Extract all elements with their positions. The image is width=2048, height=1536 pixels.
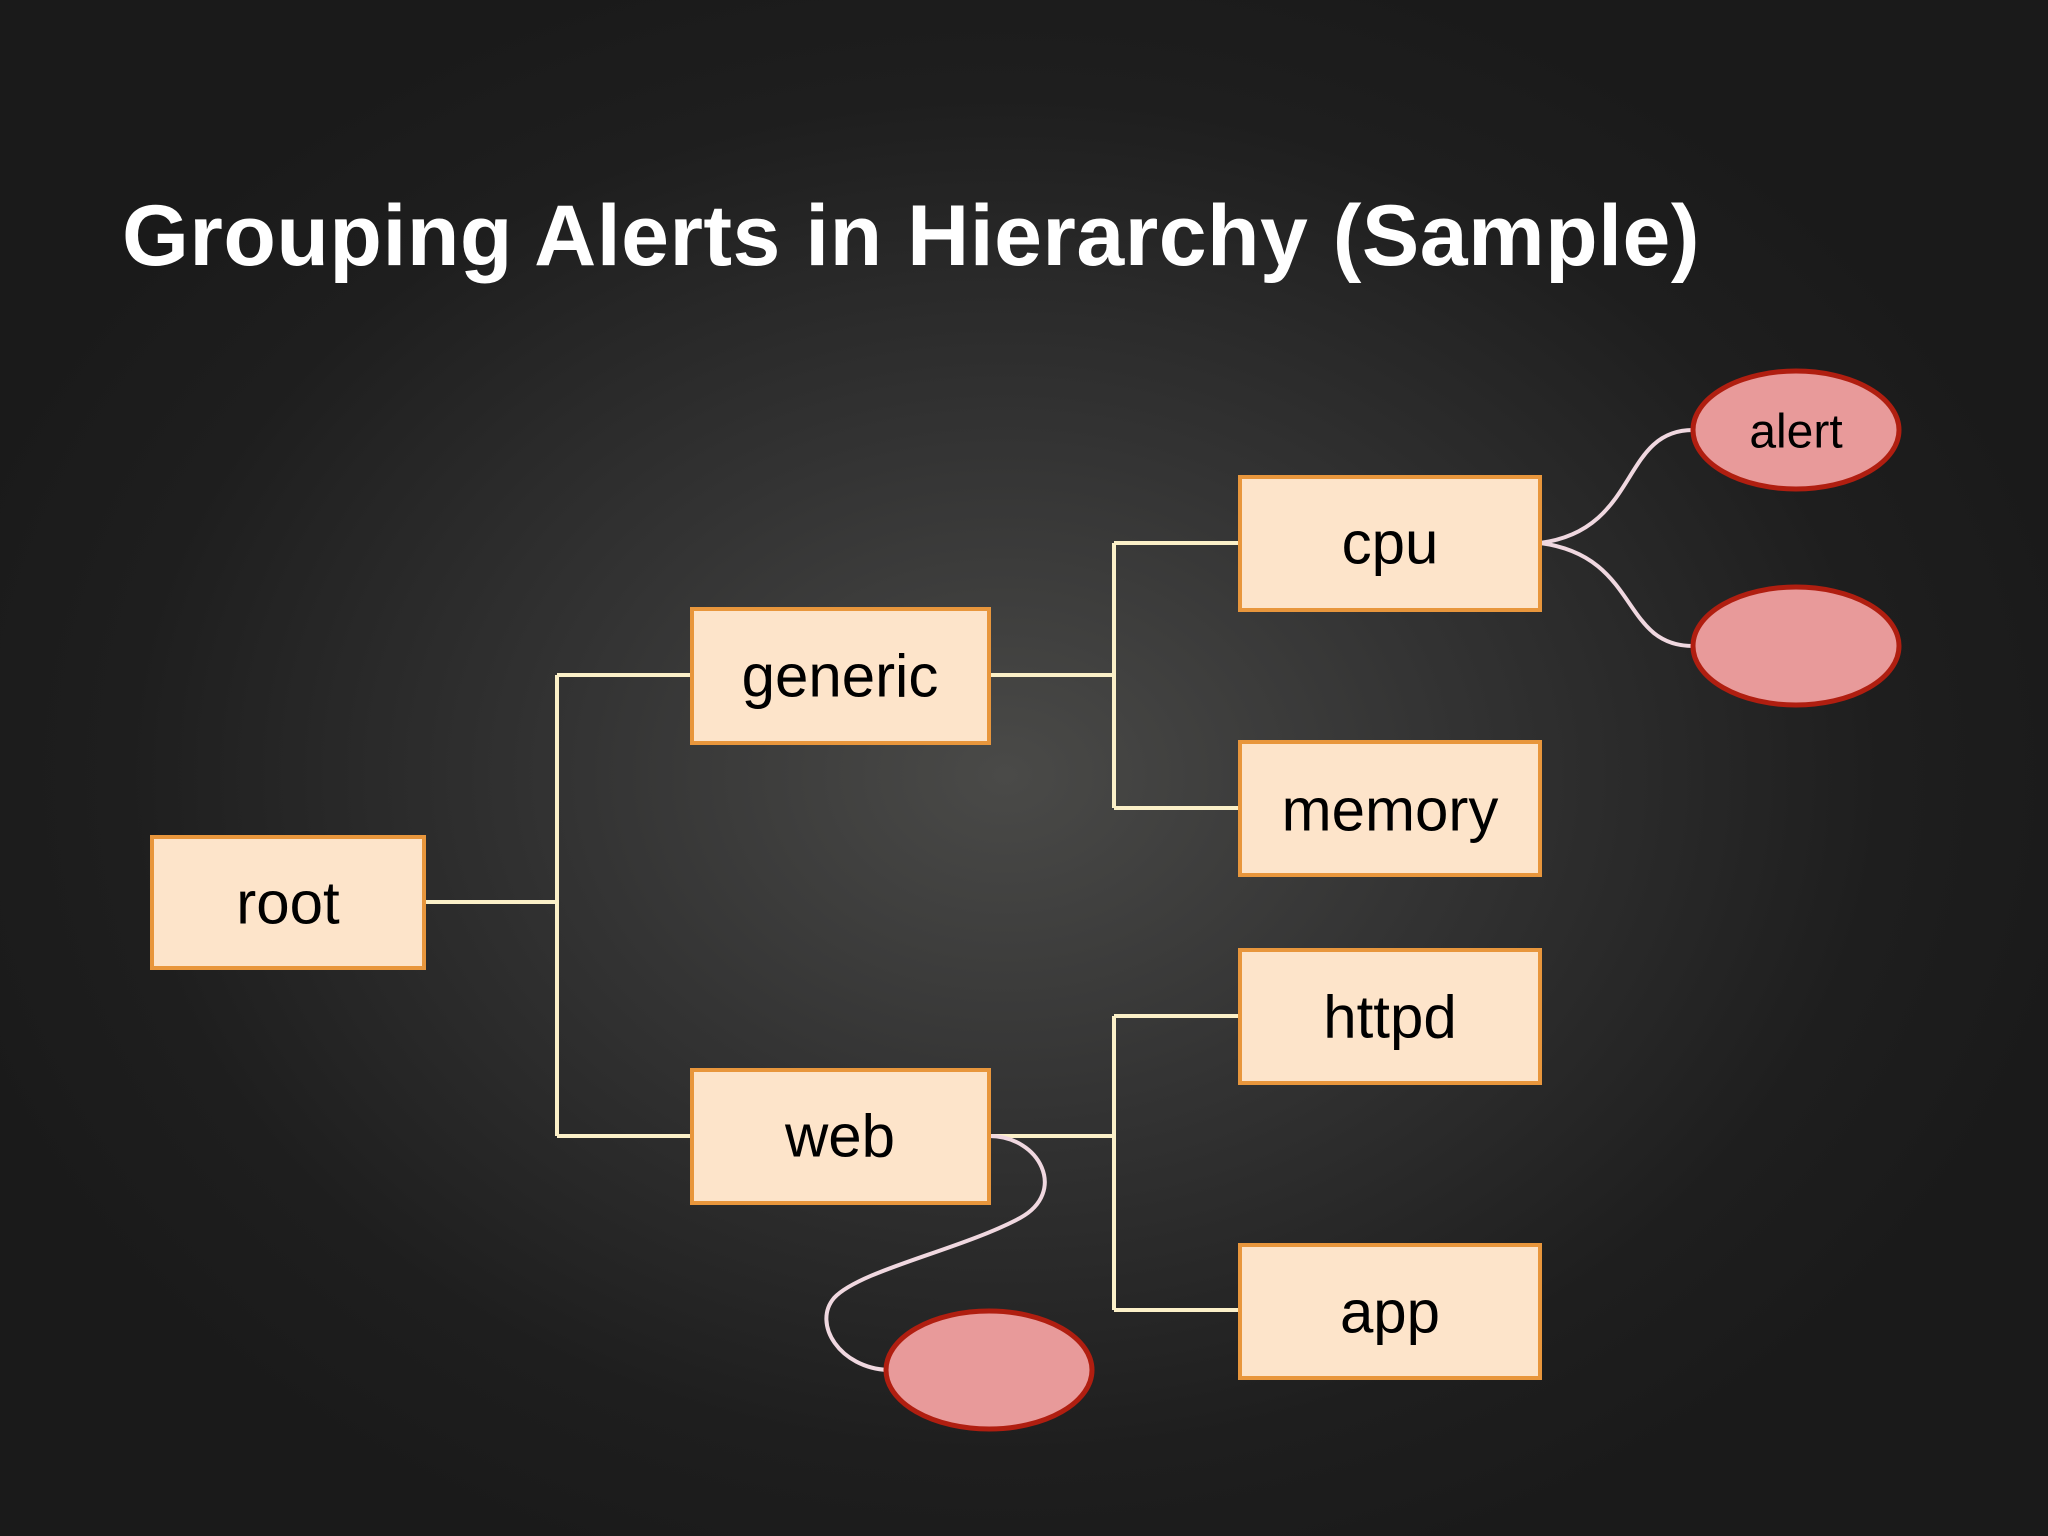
- node-root[interactable]: root: [150, 835, 426, 970]
- alert-cpu-2-oval: [1690, 584, 1902, 708]
- connector-cpu-to-alert-1: [1539, 428, 1694, 545]
- alert-cpu-1-label: alert: [1749, 406, 1842, 459]
- node-web-box: [690, 1068, 991, 1205]
- connector-cpu-to-alert-2: [1539, 541, 1694, 648]
- node-web-label: web: [784, 1103, 895, 1170]
- node-app-box: [1238, 1243, 1542, 1380]
- alert-connectors: [824, 428, 1694, 1372]
- node-httpd-label: httpd: [1323, 984, 1456, 1051]
- node-cpu-box: [1238, 475, 1542, 612]
- alert-cpu-1[interactable]: alert: [1690, 368, 1902, 492]
- node-memory[interactable]: memory: [1238, 740, 1542, 877]
- page-title: Grouping Alerts in Hierarchy (Sample): [122, 188, 1700, 284]
- alert-web-1-oval: [883, 1308, 1095, 1432]
- node-generic-box: [690, 607, 991, 745]
- node-root-label: root: [236, 870, 340, 937]
- node-app-label: app: [1340, 1279, 1440, 1346]
- node-cpu[interactable]: cpu: [1238, 475, 1542, 612]
- node-httpd[interactable]: httpd: [1238, 948, 1542, 1085]
- node-generic[interactable]: generic: [690, 607, 991, 745]
- tree-connectors: [424, 541, 1240, 1312]
- node-app[interactable]: app: [1238, 1243, 1542, 1380]
- node-cpu-label: cpu: [1342, 510, 1439, 577]
- node-root-box: [150, 835, 426, 970]
- alert-cpu-2[interactable]: [1690, 584, 1902, 708]
- alert-cpu-1-oval: [1690, 368, 1902, 492]
- node-memory-label: memory: [1282, 777, 1499, 844]
- alert-web-1[interactable]: [883, 1308, 1095, 1432]
- node-web[interactable]: web: [690, 1068, 991, 1205]
- node-generic-label: generic: [742, 643, 939, 710]
- node-httpd-box: [1238, 948, 1542, 1085]
- node-memory-box: [1238, 740, 1542, 877]
- connector-web-to-alert-1: [824, 1134, 1047, 1372]
